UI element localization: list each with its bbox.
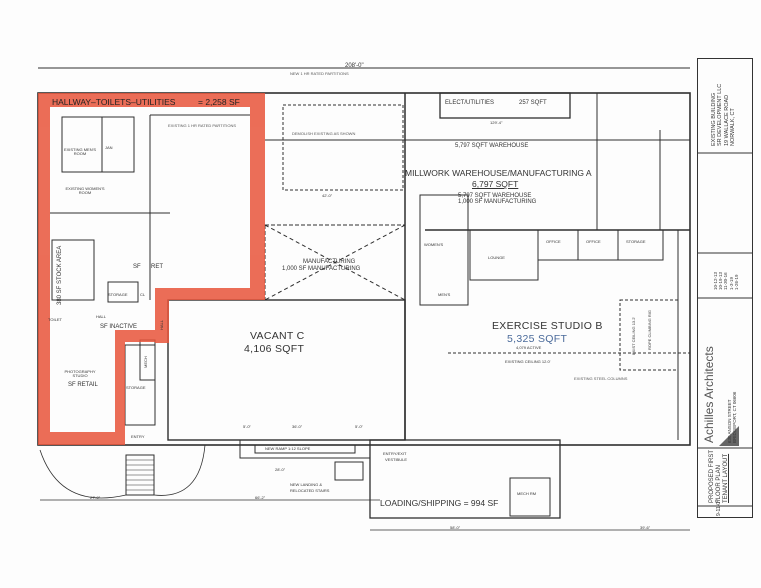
- vacant-label: VACANT C: [250, 330, 305, 342]
- exercise-area: 5,325 SQFT: [507, 333, 568, 345]
- mech-label: MECH: [143, 356, 148, 368]
- vestibule-label-2: VESTIBULE: [385, 457, 408, 462]
- hall-vertical-label: HALL: [159, 319, 164, 330]
- exercise-active: 4,079 ACTIVE: [516, 345, 542, 350]
- office-room: [577, 229, 619, 261]
- title-block: EXISTING BUILDING SR DEVELOPMENT LLC 19 …: [697, 58, 753, 518]
- climbing-area: [619, 299, 679, 371]
- janitor-label: JAN: [105, 145, 113, 150]
- office-label: OFFICE: [546, 239, 561, 244]
- loading-label: LOADING/SHIPPING = 994 SF: [380, 498, 499, 508]
- hall-label: HALL: [96, 314, 107, 319]
- dimension: 39'-6": [640, 525, 651, 530]
- photo-studio-label: PHOTOGRAPHY STUDIO: [64, 369, 96, 378]
- lounge-label: LOUNGE: [488, 255, 505, 260]
- sf-inactive-label: SF INACTIVE: [100, 324, 138, 330]
- millwork-area: 6,797 SQFT: [472, 179, 519, 189]
- millwork-sub-warehouse: 5,797 SQFT WAREHOUSE: [458, 193, 532, 199]
- elect-area: 257 SQFT: [519, 100, 547, 106]
- mens-label: MEN'S: [438, 292, 451, 297]
- dimension: 36'-0": [292, 424, 303, 429]
- vacant-space: [167, 299, 406, 441]
- ceiling-label: EXISTING CEILING 12.0': [505, 359, 551, 364]
- exercise-label: EXERCISE STUDIO B: [492, 320, 603, 332]
- ramp-label: NEW RAMP 1:12 SLOPE: [265, 446, 311, 451]
- revision-date: 11-30-16: [723, 272, 729, 290]
- hallway-label: HALLWAY–TOILETS–UTILITIES: [52, 97, 176, 107]
- office-room: [537, 229, 579, 261]
- office-label: OFFICE: [586, 239, 601, 244]
- existing-partition-note: EXISTING 1 HR RATED PARTITIONS: [168, 123, 237, 128]
- closet-label: CL: [140, 292, 146, 297]
- restrooms: [419, 194, 469, 306]
- mens-room-label: EXISTING MEN'S ROOM: [63, 147, 97, 156]
- storage-left-label: STORAGE: [126, 385, 146, 390]
- entry-label: ENTRY: [131, 434, 145, 439]
- dimension: 28'-0": [275, 467, 286, 472]
- dimension: 27'-9": [90, 495, 101, 500]
- landing-label: NEW LANDING &: [290, 482, 323, 487]
- drawing-title-line: TENANT LAYOUT: [722, 453, 729, 503]
- demolish-note: DEMOLISH EXISTING AS SHOWN: [292, 131, 356, 136]
- dimension: 5'-0": [355, 424, 363, 429]
- firm-address: 630 ANSON STREET BRIDGEPORT, CT 06606: [727, 392, 737, 443]
- storage-label: STORAGE: [108, 292, 128, 297]
- storage-right-label: STORAGE: [626, 239, 646, 244]
- elect-room: [439, 92, 571, 119]
- sf-retail-label: SF RETAIL: [68, 382, 98, 388]
- millwork-label: MILLWORK WAREHOUSE/MANUFACTURING A: [405, 168, 592, 178]
- firm-logo-mark: [719, 426, 739, 446]
- womens-label: WOMEN'S: [424, 242, 444, 247]
- highlight-area: [38, 93, 265, 445]
- dimension: 42'-0": [322, 193, 333, 198]
- manufacturing-sub: 1,000 SF MANUFACTURING: [282, 266, 361, 272]
- dimension: 5'-0": [243, 424, 251, 429]
- vacant-area: 4,106 SQFT: [244, 343, 305, 355]
- address-line: BRIDGEPORT, CT 06606: [732, 391, 738, 443]
- manufacturing-label: MANUFACTURING: [303, 259, 356, 265]
- overall-dimension: 208'-0": [345, 63, 364, 69]
- exist-ceiling-label: EXIST CEILING 13.2': [631, 316, 636, 355]
- womens-room-label: EXISTING WOMEN'S ROOM: [65, 186, 105, 195]
- hallway-area: = 2,258 SF: [198, 97, 240, 107]
- mech-room: [509, 477, 551, 517]
- elect-label: ELECT/UTILITIES: [445, 100, 495, 106]
- sf-label: SF: [133, 264, 141, 270]
- dimension: 66'-2": [255, 495, 266, 500]
- vestibule-label: ENTRY/EXIT: [383, 451, 407, 456]
- new-partition-note: NEW 1 HR RATED PARTITIONS: [290, 71, 349, 76]
- landing-label-2: RELOCATED STAIRS: [290, 488, 330, 493]
- ret-label: RET: [151, 264, 163, 270]
- mech-rm-label: MECH RM: [517, 491, 537, 496]
- revisions: 10-12-13 10-19-13 11-30-16 1-3-19 1-26-1…: [713, 272, 739, 290]
- revision-date: 1-26-19: [733, 274, 739, 290]
- drawing-title-line: PROPOSED FIRST: [709, 449, 715, 503]
- owner-line: SR DEVELOPMENT LLC: [717, 83, 724, 146]
- demolish-area: [282, 104, 404, 191]
- owner-line: NORWALK, CT: [729, 108, 736, 146]
- loading-area: [369, 439, 561, 519]
- drawing-title-line: FLOOR PLAN: [715, 464, 722, 503]
- stock-area-label: 380 SF STOCK AREA: [57, 245, 63, 305]
- warehouse-label: 5,797 SQFT WAREHOUSE: [455, 143, 529, 149]
- drawing-title: PROPOSED FIRST FLOOR PLAN TENANT LAYOUT: [709, 450, 730, 503]
- drawing-date: 9-11-07: [716, 499, 722, 516]
- dimension: 58'-0": [450, 525, 461, 530]
- rope-rig-label: ROPE CLIMBING RIG: [647, 309, 652, 350]
- storage-room: [617, 229, 664, 261]
- toilet-label: TOILET: [48, 317, 62, 322]
- millwork-sub-manufacturing: 1,000 SF MANUFACTURING: [458, 199, 537, 205]
- steel-columns-note: EXISTING STEEL COLUMNS: [574, 376, 628, 381]
- owner-block: EXISTING BUILDING SR DEVELOPMENT LLC 19 …: [711, 84, 736, 146]
- dimension: 129'-4": [490, 120, 503, 125]
- firm-name: Achilles Architects: [702, 346, 716, 443]
